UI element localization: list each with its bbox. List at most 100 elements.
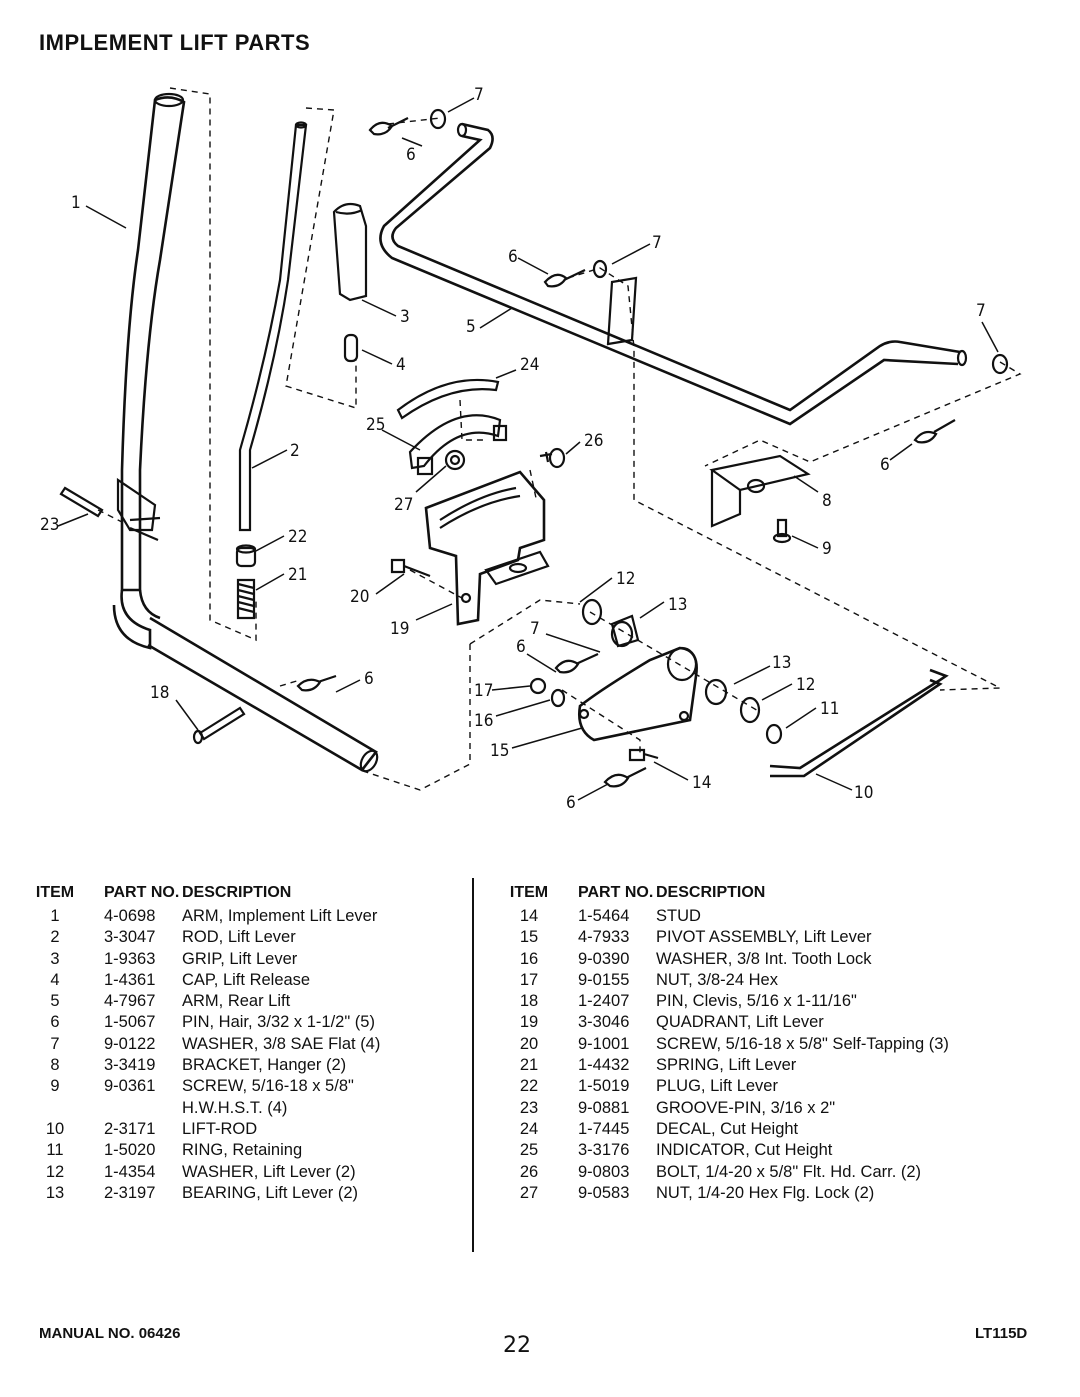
item-number: 19 [519, 1013, 539, 1032]
callout-13a: 13 [668, 595, 687, 615]
part-number: 9-0803 [578, 1162, 630, 1181]
item-number [30, 1098, 80, 1119]
part-description: WASHER, Lift Lever (2) [182, 1162, 356, 1181]
part-number: 9-1001 [578, 1034, 630, 1053]
header-part-no: PART NO. [578, 884, 654, 901]
table-row: 20 9-1001 SCREW, 5/16-18 x 5/8" Self-Tappi… [504, 1034, 1024, 1055]
part-number: 1-7445 [578, 1119, 630, 1138]
callout-6a: 6 [406, 145, 416, 165]
table-header: ITEM PART NO. DESCRIPTION [504, 880, 1024, 906]
part-number: 4-7933 [578, 928, 630, 947]
callout-22: 22 [288, 527, 307, 547]
item-number: 14 [519, 907, 539, 925]
clevis-pin-drawing [192, 706, 246, 745]
part-number: 1-5019 [578, 1077, 630, 1096]
item-number: 27 [519, 1183, 539, 1202]
part-number: 3-3046 [578, 1013, 630, 1032]
part-description: ARM, Implement Lift Lever [182, 907, 378, 925]
callout-20: 20 [350, 587, 369, 607]
part-description: DECAL, Cut Height [656, 1119, 799, 1138]
item-number: 8 [50, 1056, 60, 1075]
item-number: 17 [519, 970, 539, 989]
table-divider [472, 878, 474, 1252]
quadrant-drawing [424, 470, 550, 626]
header-item: ITEM [509, 884, 549, 901]
part-description: ROD, Lift Lever [182, 928, 296, 947]
part-description: PIVOT ASSEMBLY, Lift Lever [656, 928, 872, 947]
part-number: 9-0583 [578, 1183, 630, 1202]
callout-12a: 12 [616, 569, 635, 589]
callout-6c: 6 [880, 455, 890, 475]
item-number: 20 [519, 1034, 539, 1053]
screw-drawing [390, 558, 431, 578]
nut-washer-stud-drawing [529, 677, 659, 762]
callout-27: 27 [394, 495, 413, 515]
manual-number: MANUAL NO. 06426 [39, 1325, 181, 1342]
callout-21: 21 [288, 565, 307, 585]
part-description: GROOVE-PIN, 3/16 x 2" [656, 1098, 836, 1117]
callout-4: 4 [396, 355, 406, 375]
bolt-nut-drawing [444, 447, 566, 471]
part-number: 1-4432 [578, 1056, 630, 1075]
callout-8: 8 [822, 491, 832, 511]
callout-3: 3 [400, 307, 410, 327]
callout-16: 16 [474, 711, 493, 731]
table-header: ITEM PART NO. DESCRIPTION [30, 880, 450, 906]
part-number: 2-3171 [104, 1119, 156, 1138]
rear-lift-arm-drawing [379, 122, 968, 426]
lift-rod-drawing [238, 121, 308, 532]
header-description: DESCRIPTION [182, 884, 292, 901]
callout-7d: 7 [530, 619, 540, 639]
table-row: H.W.H.S.T. (4) [30, 1098, 450, 1119]
callout-19: 19 [390, 619, 409, 639]
header-description: DESCRIPTION [656, 884, 766, 901]
page-number: 22 [503, 1333, 531, 1358]
callout-14: 14 [692, 773, 711, 793]
item-number: 15 [519, 928, 539, 947]
callout-10: 10 [854, 783, 873, 803]
part-number: 9-0881 [578, 1098, 630, 1117]
item-number: 1 [50, 907, 60, 925]
item-number: 7 [50, 1034, 60, 1053]
table-row: 24 1-7445 DECAL, Cut Height [504, 1119, 1024, 1140]
callout-6b: 6 [508, 247, 518, 267]
part-description: PIN, Hair, 3/32 x 1-1/2" (5) [182, 1013, 375, 1032]
item-number: 24 [519, 1119, 539, 1138]
item-number: 13 [45, 1183, 65, 1202]
callout-7c: 7 [976, 301, 986, 321]
callout-7a: 7 [474, 85, 484, 105]
plug-spring-drawing [235, 544, 257, 620]
item-number: 11 [46, 1141, 64, 1160]
callout-13b: 13 [772, 653, 791, 673]
part-number: 1-2407 [578, 992, 630, 1011]
part-description: LIFT-ROD [182, 1119, 258, 1138]
lift-rod-10-drawing [769, 668, 949, 778]
part-description: SCREW, 5/16-18 x 5/8" Self-Tapping (3) [656, 1034, 949, 1053]
part-description: CAP, Lift Release [182, 970, 311, 989]
callout-6d: 6 [364, 669, 374, 689]
callout-25: 25 [366, 415, 385, 435]
part-number: 1-5067 [104, 1013, 156, 1032]
decal-indicator-drawing [396, 378, 508, 476]
part-description: ARM, Rear Lift [182, 992, 291, 1011]
callout-24: 24 [520, 355, 539, 375]
callout-6e: 6 [516, 637, 526, 657]
lift-lever-arm-drawing [112, 92, 379, 773]
exploded-parts-diagram: 1 2 3 4 5 6 6 6 6 6 7 7 7 8 9 10 11 12 1… [40, 85, 1022, 813]
grip-drawing [332, 202, 368, 302]
item-number: 26 [519, 1162, 539, 1181]
